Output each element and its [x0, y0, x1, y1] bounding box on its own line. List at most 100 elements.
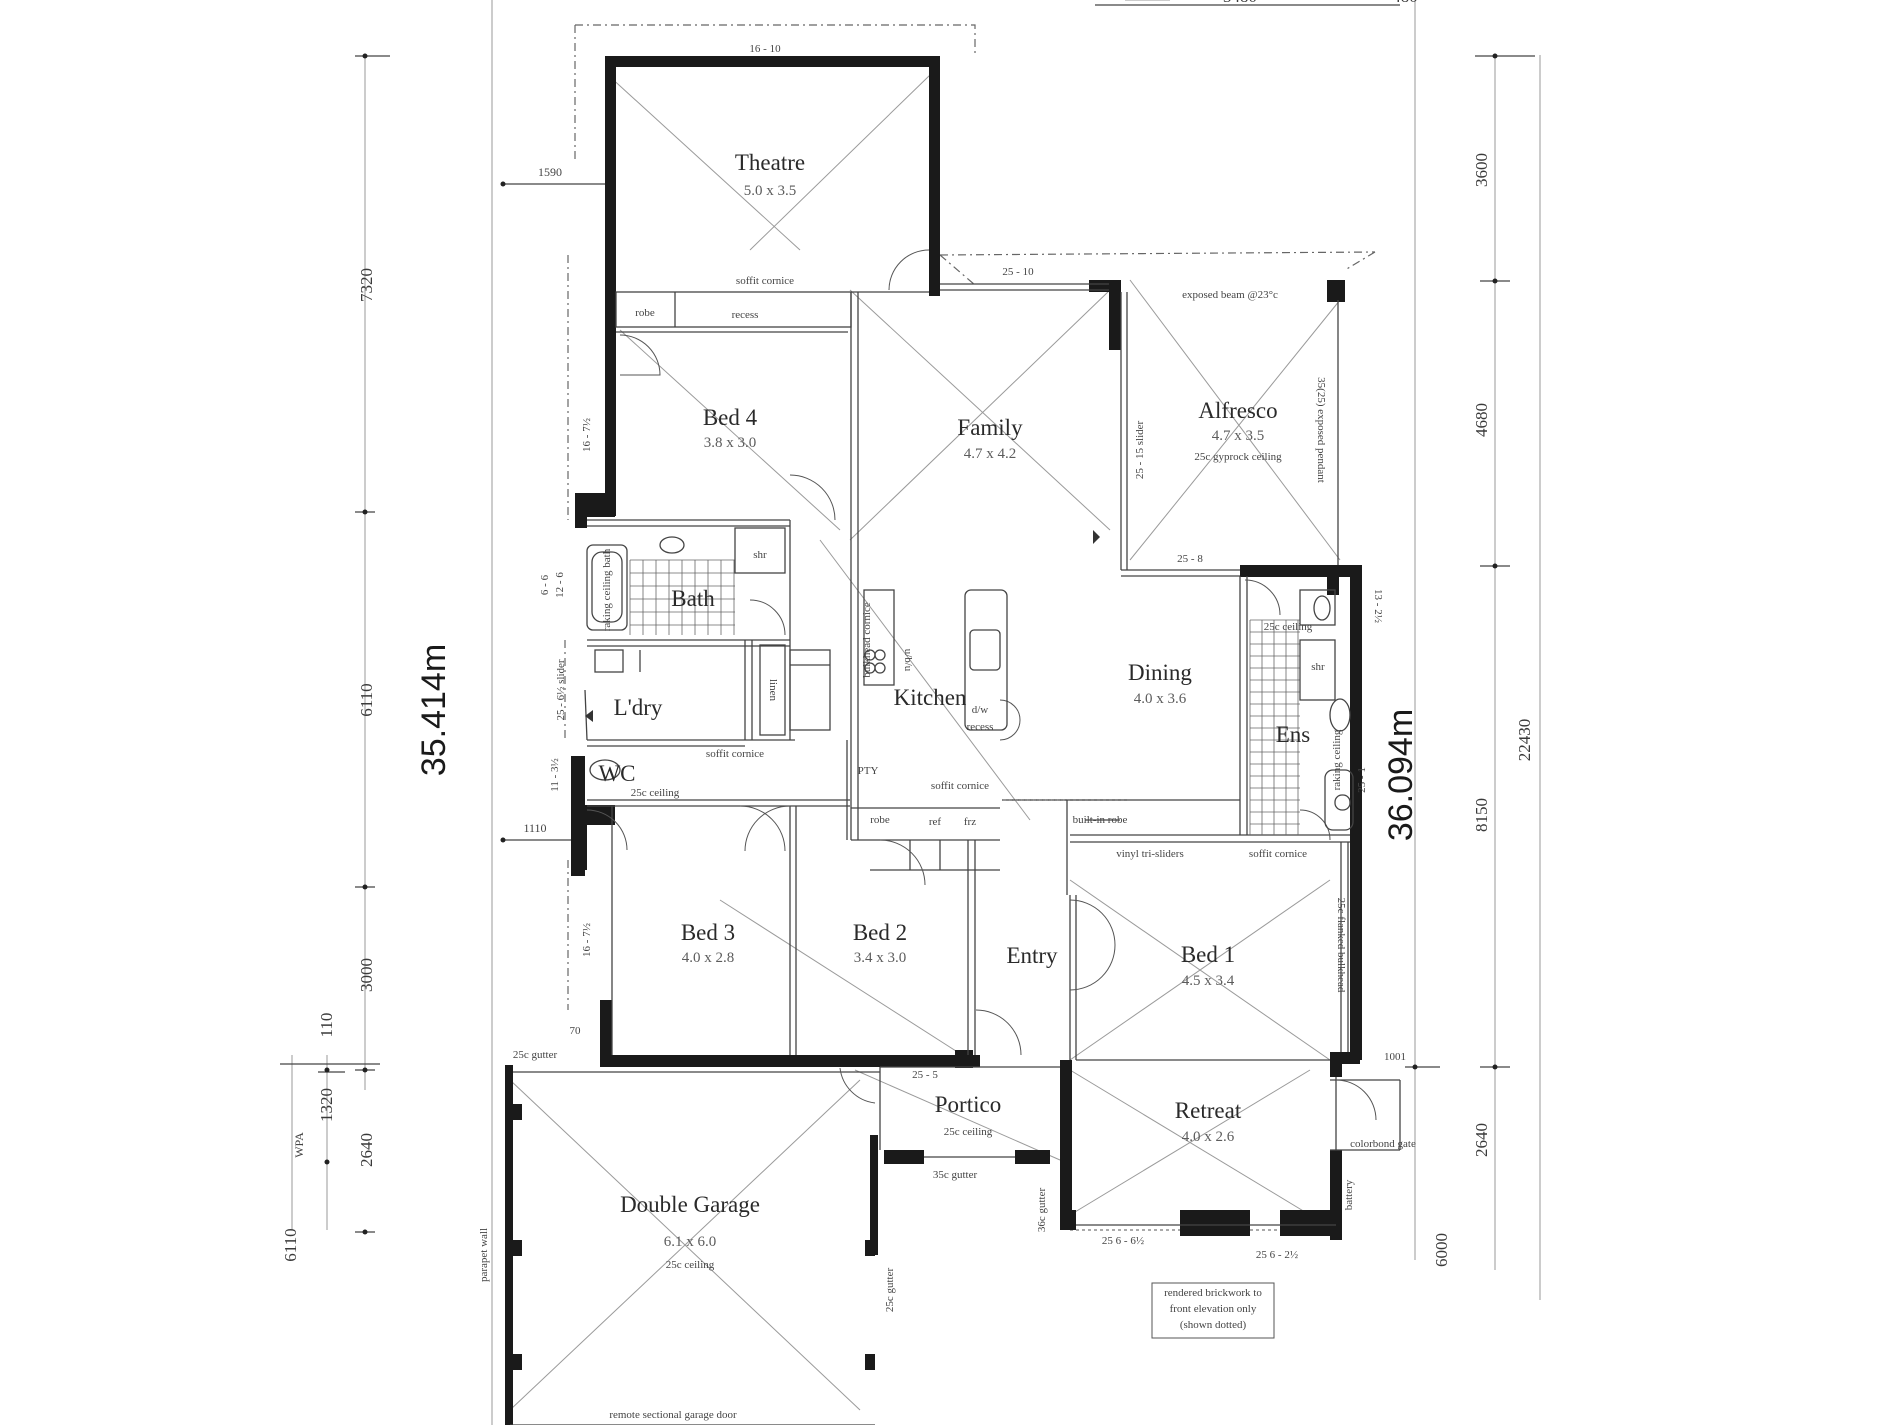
room-wc-name: WC: [598, 761, 635, 786]
dim-left-2640: 2640: [357, 1133, 376, 1167]
ensuite-shower-icon: [1299, 639, 1336, 701]
note-exposed-pendant: 35(25) exposed pendant: [1315, 377, 1327, 483]
door-swings: [586, 249, 1377, 1121]
room-portico-ceiling: 25c ceiling: [944, 1126, 993, 1138]
note-alfresco-bottom: 25 - 8: [1177, 553, 1203, 565]
room-bed1-size: 4.5 x 3.4: [1182, 973, 1235, 989]
room-dining-name: Dining: [1128, 660, 1192, 685]
room-garage-ceiling: 25c ceiling: [666, 1259, 715, 1271]
right-dimension-lines: [1405, 0, 1541, 1300]
room-bed1-name: Bed 1: [1181, 942, 1235, 967]
ensuite-toilet-icon: [1329, 698, 1351, 732]
ceiling-diagonals: [509, 74, 1341, 1411]
note-robe-bed4: robe: [635, 307, 655, 319]
note-linen: linen: [767, 679, 779, 701]
dim-right-6000: 6000: [1432, 1233, 1451, 1267]
note-garage-gutter: 25c gutter: [884, 1268, 896, 1313]
linen-cupboard-icon: [789, 649, 831, 731]
room-alfresco-ceiling: 25c gyprock ceiling: [1194, 451, 1282, 463]
note-frz: frz: [964, 816, 976, 828]
dim-left-3000: 3000: [357, 958, 376, 992]
laundry-trough-icon: [594, 649, 624, 673]
room-theatre-size: 5.0 x 3.5: [744, 183, 797, 199]
dim-top-left: 3480: [1223, 0, 1257, 6]
dim-left-110: 110: [317, 1013, 336, 1038]
note-alfresco-top: 25 - 10: [1002, 266, 1034, 278]
room-bed4-size: 3.8 x 3.0: [704, 435, 757, 451]
cooktop-icon: [863, 589, 895, 686]
room-bed2-size: 3.4 x 3.0: [854, 950, 907, 966]
room-retreat-name: Retreat: [1175, 1098, 1242, 1123]
dim-top-right: 480: [1392, 0, 1418, 6]
note-bed3-side: 16 - 7½: [581, 923, 593, 957]
note-alfresco-side: 25 - 15 slider: [1134, 420, 1146, 479]
room-garage-name: Double Garage: [620, 1192, 760, 1217]
note-dw: d/w: [972, 704, 989, 716]
room-theatre-name: Theatre: [735, 150, 805, 175]
note-gutter-25c: 25c gutter: [513, 1049, 558, 1061]
dim-total-right: 36.094m: [1382, 709, 1420, 841]
dim-left-1320: 1320: [317, 1088, 336, 1122]
note-recess: recess: [732, 309, 759, 321]
dim-left-7320: 7320: [357, 268, 376, 302]
note-brickwork-2: front elevation only: [1170, 1303, 1257, 1315]
room-entry-name: Entry: [1006, 943, 1058, 968]
note-wc-side: 11 - 3½: [549, 758, 561, 792]
note-gutter-35c: 35c gutter: [933, 1169, 978, 1181]
note-ldry-side: 25 - 6½ slider: [555, 659, 567, 720]
room-alfresco-size: 4.7 x 3.5: [1212, 428, 1265, 444]
note-shr-bath: shr: [753, 549, 767, 561]
room-alfresco-name: Alfresco: [1198, 398, 1277, 423]
note-robe-bed2: robe: [870, 814, 890, 826]
left-dimension-lines: [280, 0, 610, 1425]
note-pantry: PTY: [858, 765, 879, 777]
room-laundry-name: L'dry: [614, 695, 663, 720]
note-bed1-dim-a: 25 6 - 6½: [1102, 1235, 1144, 1247]
ensuite-basin-icon: [1299, 589, 1336, 626]
note-ens-side: 13 - 2½: [1372, 589, 1384, 623]
arrow-icon: [1093, 530, 1100, 544]
room-dining-size: 4.0 x 3.6: [1134, 691, 1187, 707]
note-ref: ref: [929, 816, 942, 828]
basin-icon: [659, 536, 685, 554]
kitchen-sink-icon: [969, 629, 1001, 671]
room-bath-name: Bath: [671, 586, 715, 611]
note-built-in-robe: built-in robe: [1073, 814, 1128, 826]
note-uwu: u/b/u: [902, 649, 914, 672]
room-family-size: 4.7 x 4.2: [964, 446, 1017, 462]
dim-left-1110: 1110: [523, 821, 546, 835]
dimension-labels: 3480 480 1590 1110 7320 6110 3000 110 13…: [281, 0, 1534, 1267]
note-theatre-top: 16 - 10: [749, 43, 781, 55]
brickwork-note-box: [1151, 1282, 1275, 1339]
island-bench-icon: [964, 589, 1008, 731]
interior-walls: [510, 283, 1401, 1425]
note-bed1-dim-b: 25 6 - 2½: [1256, 1249, 1298, 1261]
note-battery: battery: [1343, 1179, 1355, 1210]
dim-left-wpa: WPA: [292, 1132, 306, 1158]
toilet-icon: [589, 759, 621, 781]
note-ens-ceiling: 25c ceiling: [1264, 621, 1313, 633]
dim-left-6110-b: 6110: [281, 1228, 300, 1261]
note-wc-70: 70: [570, 1025, 582, 1037]
note-brickwork-3: (shown dotted): [1180, 1319, 1247, 1331]
room-ens-name: Ens: [1276, 722, 1311, 747]
dim-right-8150: 8150: [1472, 798, 1491, 832]
walls: [505, 56, 1362, 1425]
dim-left-6110: 6110: [357, 683, 376, 716]
note-parapet-wall: parapet wall: [478, 1228, 490, 1282]
room-bed4-name: Bed 4: [703, 405, 758, 430]
note-soffit-cornice-bed1: soffit cornice: [1249, 848, 1307, 860]
room-kitchen-name: Kitchen: [894, 685, 967, 710]
note-gutter-36c: 36c gutter: [1036, 1188, 1048, 1233]
room-bed2-name: Bed 2: [853, 920, 907, 945]
note-soffit-cornice-theatre: soffit cornice: [736, 275, 794, 287]
room-family-name: Family: [957, 415, 1023, 440]
note-vinyl-sliders: vinyl tri-sliders: [1116, 848, 1184, 860]
room-bed3-size: 4.0 x 2.8: [682, 950, 735, 966]
note-door-mark: 1001: [1384, 1051, 1406, 1063]
arrow-icon: [585, 710, 593, 722]
note-brickwork-1: rendered brickwork to: [1164, 1287, 1262, 1299]
note-ceiling-bath: raking ceiling bath: [601, 548, 613, 631]
note-raking-ceiling: raking ceiling: [1331, 729, 1343, 790]
note-portico-top: 25 - 5: [912, 1069, 938, 1081]
